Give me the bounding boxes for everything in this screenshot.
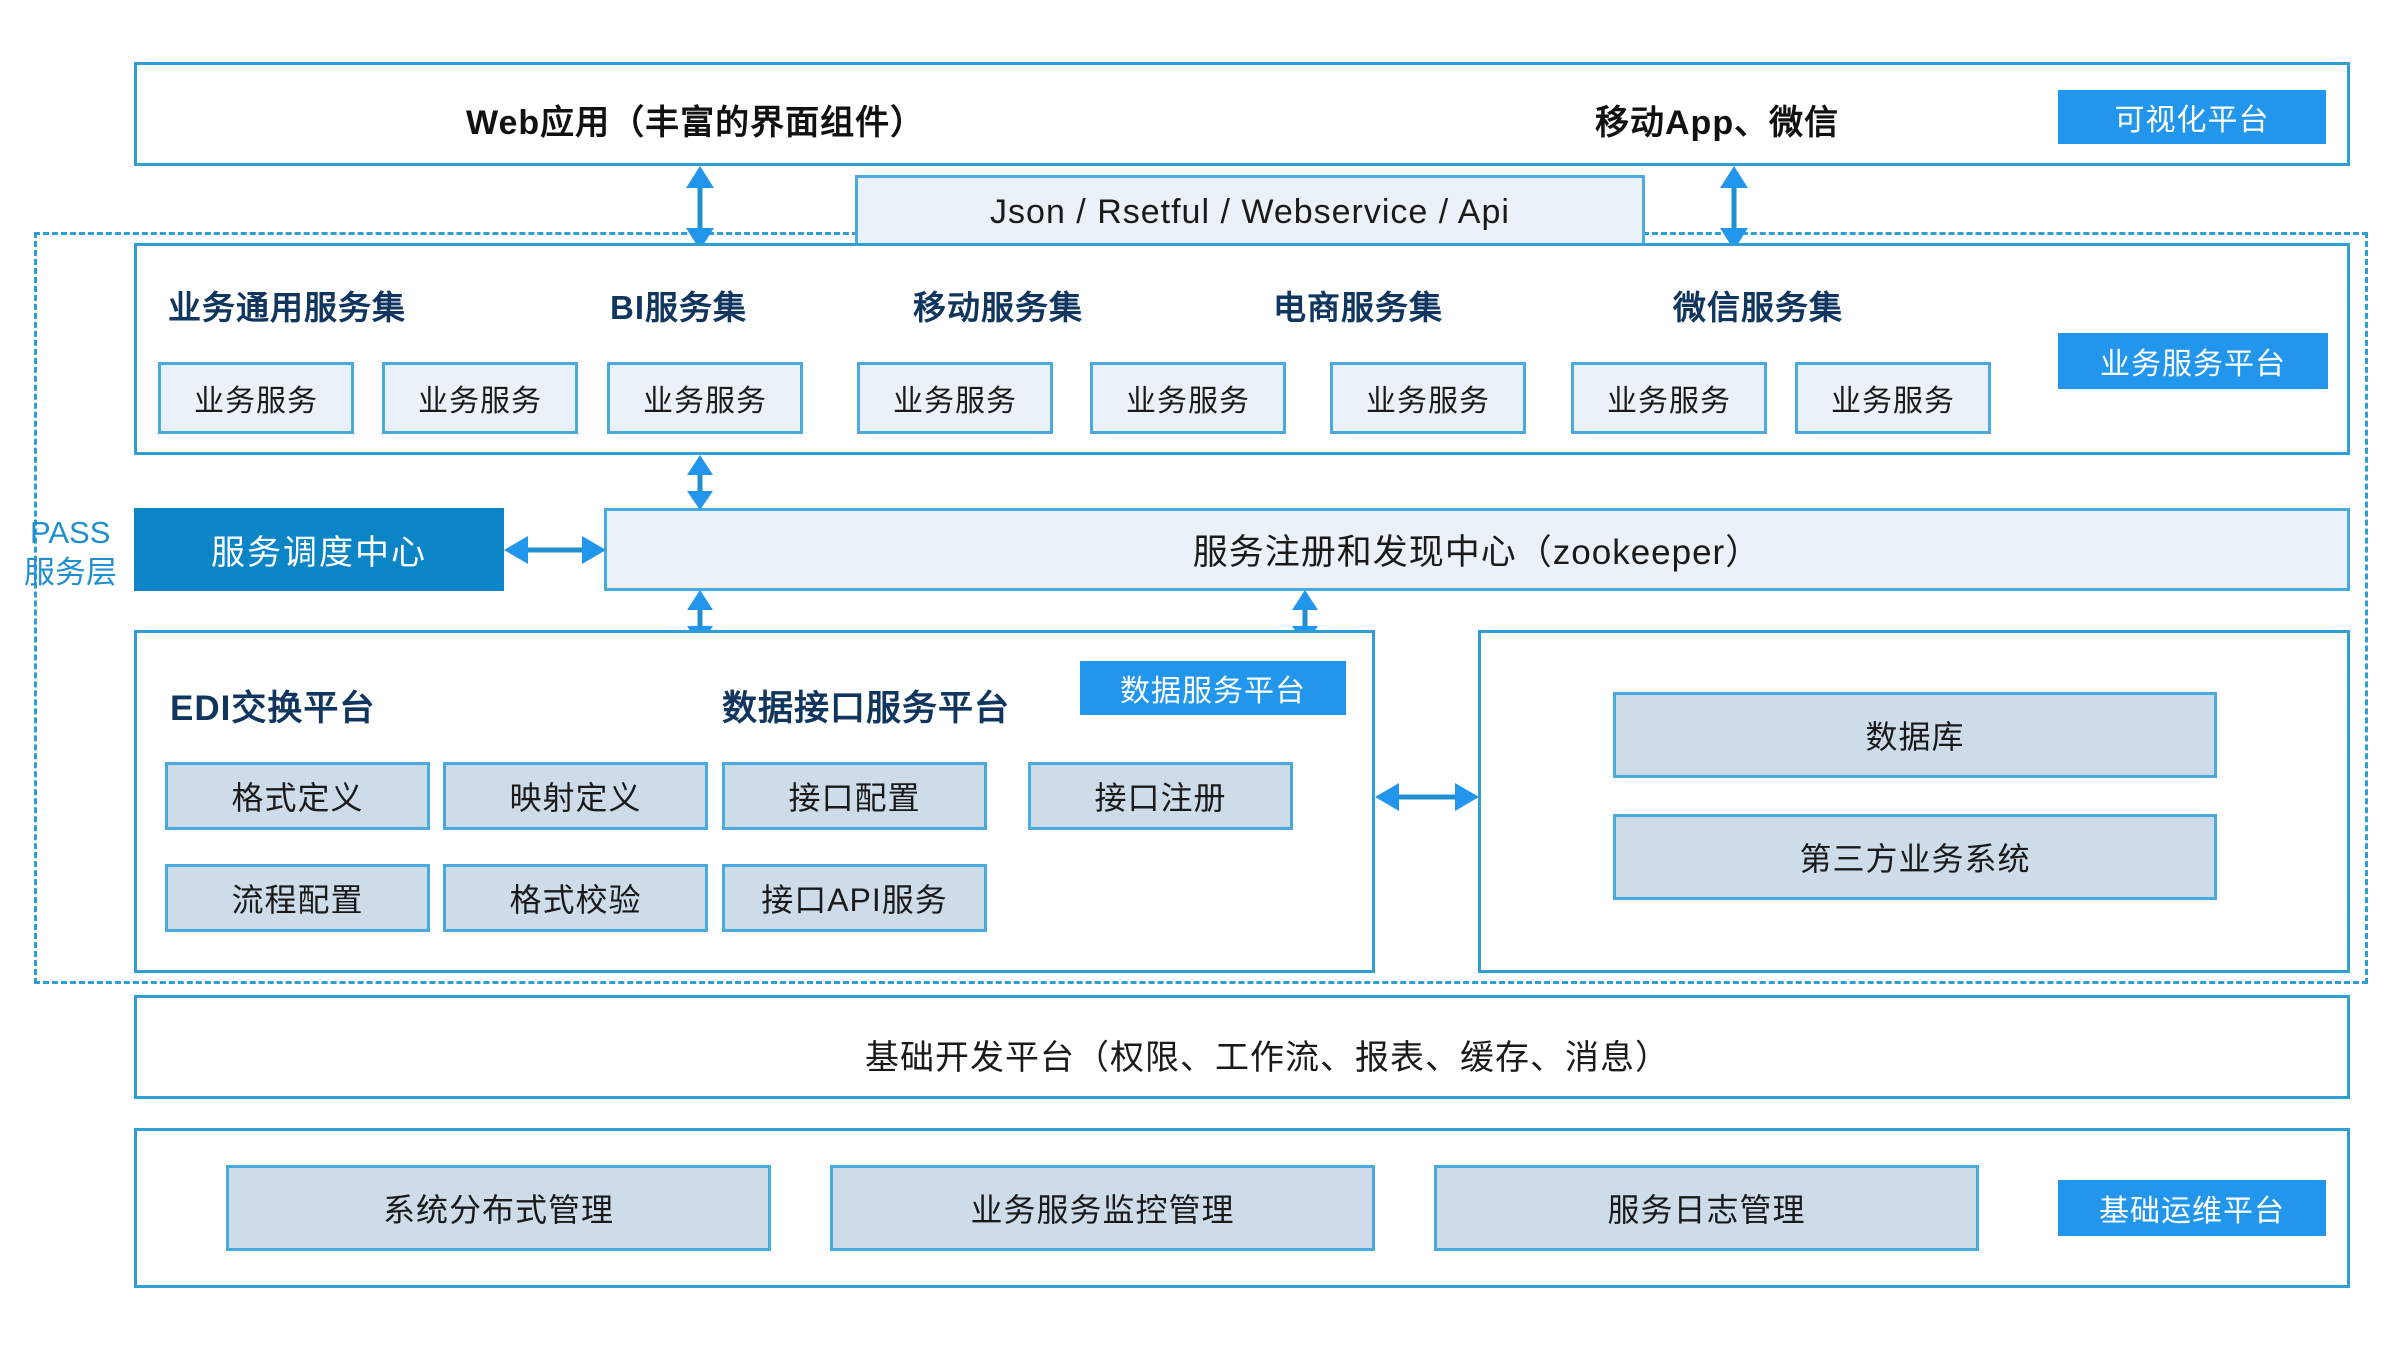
foundation-platform-label: 基础开发平台（权限、工作流、报表、缓存、消息）	[865, 1039, 1670, 1077]
arrow-presentation-right	[1720, 166, 1748, 250]
business-service-box[interactable]: 业务服务	[1090, 362, 1286, 434]
group-title-general: 业务通用服务集	[168, 289, 406, 326]
foundation-platform-frame	[134, 995, 2350, 1099]
web-app-label: Web应用（丰富的界面组件）	[466, 104, 926, 142]
business-service-box[interactable]: 业务服务	[1571, 362, 1767, 434]
service-registry-center: 服务注册和发现中心（zookeeper）	[604, 508, 2350, 591]
badge-business-service-platform[interactable]: 业务服务平台	[2058, 333, 2328, 389]
group-title-ecommerce: 电商服务集	[1273, 289, 1443, 326]
business-service-box[interactable]: 业务服务	[1330, 362, 1526, 434]
business-service-box[interactable]: 业务服务	[607, 362, 803, 434]
arrow-dispatch-registry	[504, 536, 606, 564]
badge-ops-platform[interactable]: 基础运维平台	[2058, 1180, 2326, 1236]
badge-visualization-platform[interactable]: 可视化平台	[2058, 90, 2326, 144]
edi-platform-title: EDI交换平台	[170, 689, 376, 728]
pass-layer-label-line2: 服务层	[24, 555, 117, 590]
business-service-box[interactable]: 业务服务	[857, 362, 1053, 434]
edi-box-process-config[interactable]: 流程配置	[165, 864, 430, 932]
presentation-layer-frame	[134, 62, 2350, 166]
interface-protocol-bar: Json / Rsetful / Webservice / Api	[855, 175, 1645, 249]
mobile-app-label: 移动App、微信	[1595, 104, 1840, 142]
arrow-presentation-left	[686, 166, 714, 250]
arrow-data-external	[1375, 783, 1479, 811]
edi-box-format-validation[interactable]: 格式校验	[443, 864, 708, 932]
service-dispatch-center[interactable]: 服务调度中心	[134, 508, 504, 591]
group-title-bi: BI服务集	[610, 289, 747, 326]
business-service-box[interactable]: 业务服务	[158, 362, 354, 434]
pass-layer-label-line1: PASS	[30, 515, 111, 550]
ops-box-distributed-management[interactable]: 系统分布式管理	[226, 1165, 771, 1251]
ops-box-service-log[interactable]: 服务日志管理	[1434, 1165, 1979, 1251]
edi-box-format-definition[interactable]: 格式定义	[165, 762, 430, 830]
ops-box-service-monitoring[interactable]: 业务服务监控管理	[830, 1165, 1375, 1251]
interface-box-api-service[interactable]: 接口API服务	[722, 864, 987, 932]
business-service-box[interactable]: 业务服务	[382, 362, 578, 434]
business-service-box[interactable]: 业务服务	[1795, 362, 1991, 434]
arrow-service-registry-up	[687, 455, 713, 510]
third-party-system-box[interactable]: 第三方业务系统	[1613, 814, 2217, 900]
database-box[interactable]: 数据库	[1613, 692, 2217, 778]
edi-box-mapping-definition[interactable]: 映射定义	[443, 762, 708, 830]
data-interface-platform-title: 数据接口服务平台	[722, 689, 1011, 728]
badge-data-service-platform[interactable]: 数据服务平台	[1080, 661, 1346, 715]
group-title-mobile: 移动服务集	[913, 289, 1083, 326]
interface-box-registration[interactable]: 接口注册	[1028, 762, 1293, 830]
external-systems-frame	[1478, 630, 2350, 973]
interface-box-config[interactable]: 接口配置	[722, 762, 987, 830]
group-title-wechat: 微信服务集	[1673, 289, 1843, 326]
